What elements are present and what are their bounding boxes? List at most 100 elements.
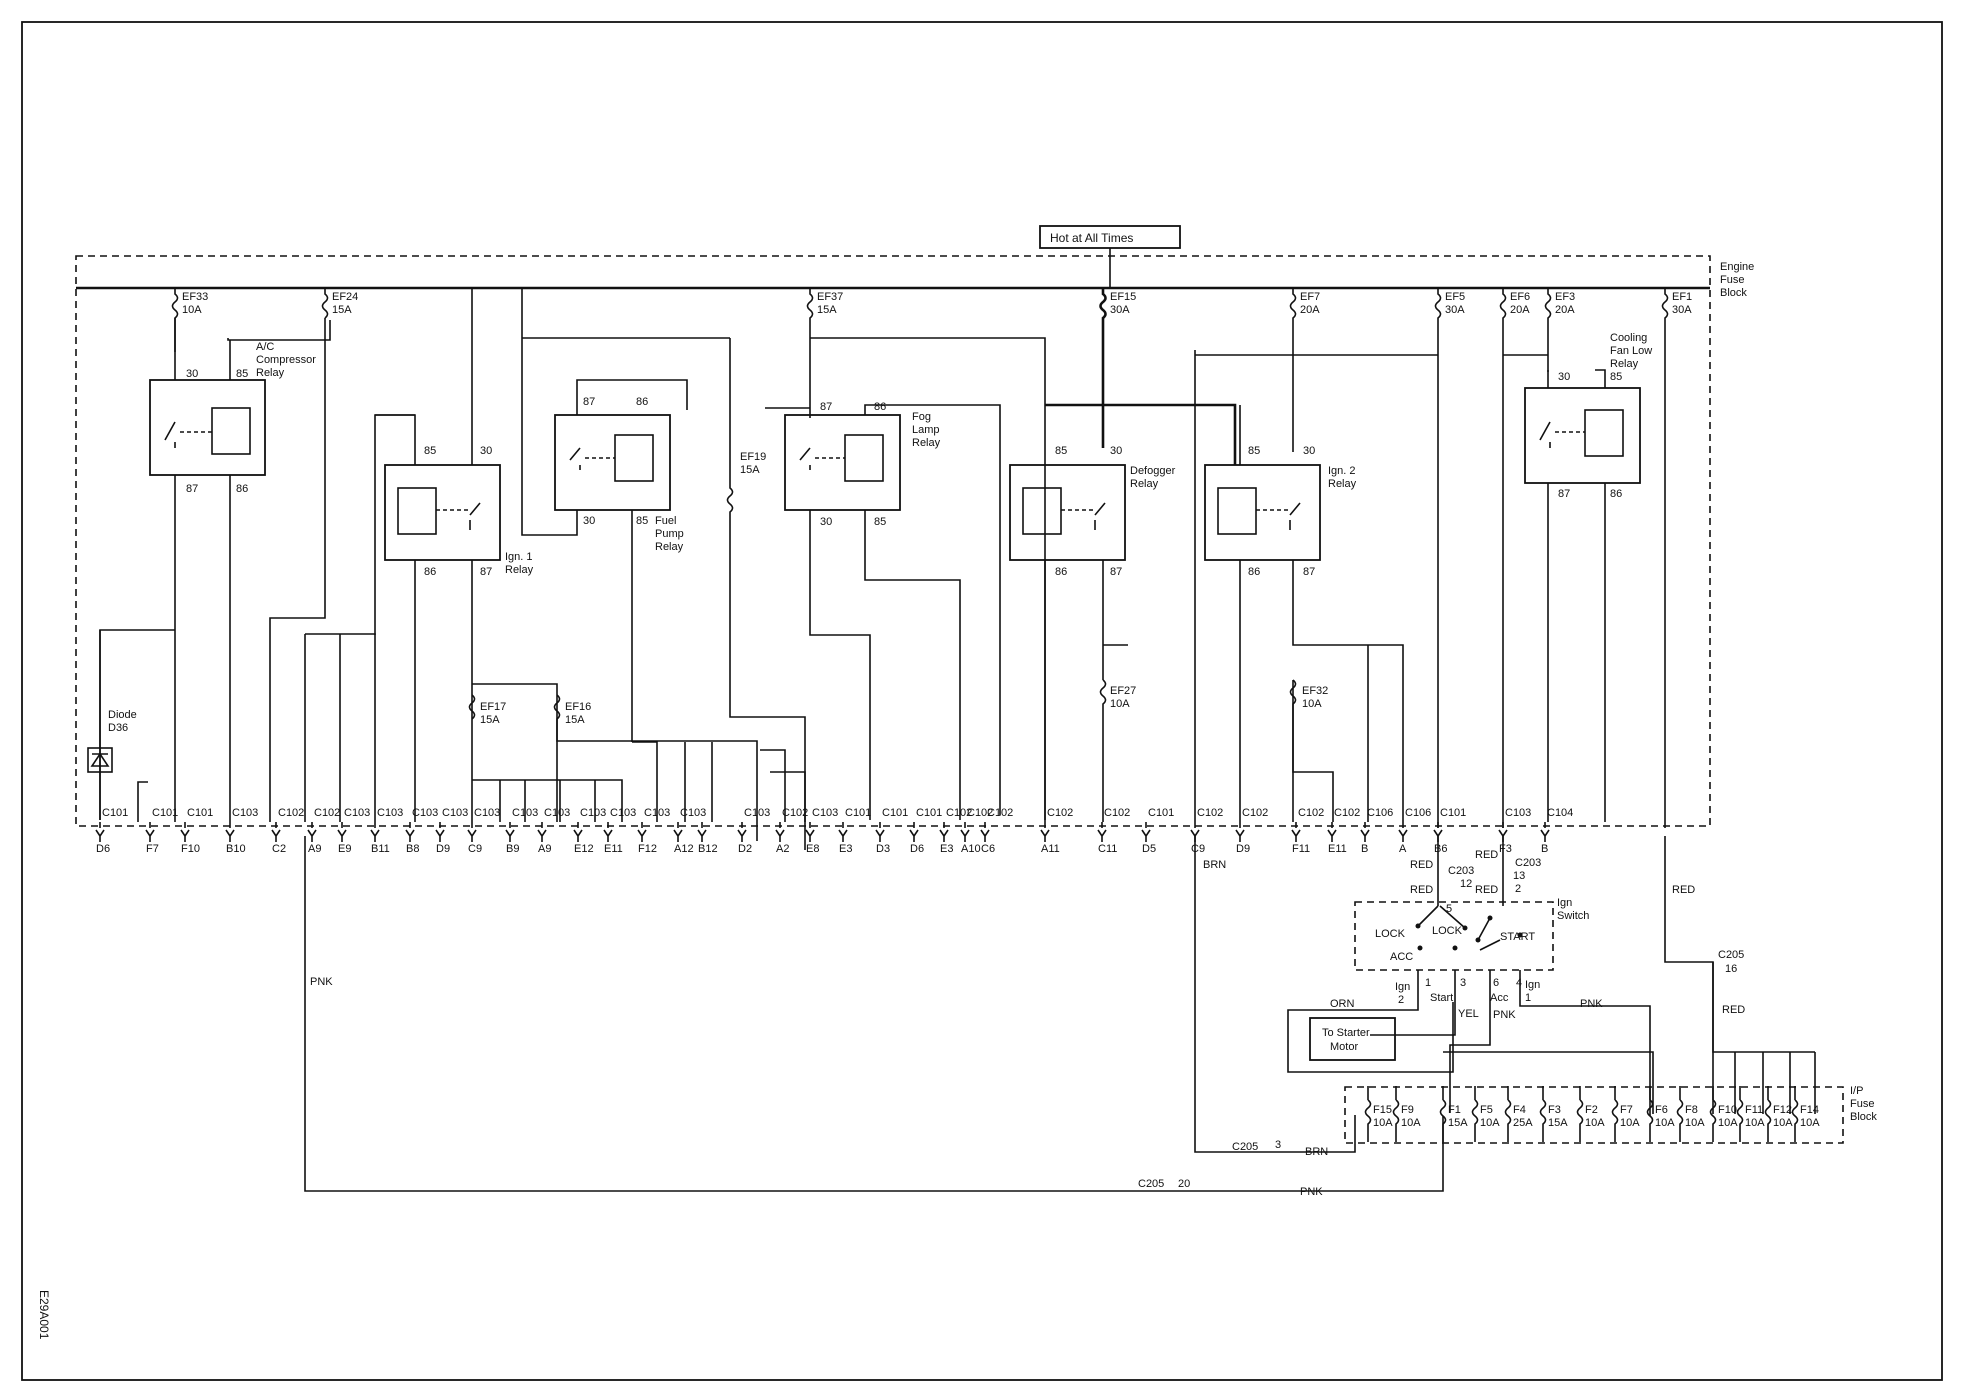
svg-text:RED: RED [1475, 849, 1498, 861]
svg-text:F4: F4 [1513, 1104, 1526, 1116]
svg-text:EF33: EF33 [182, 291, 208, 303]
svg-text:C203: C203 [1448, 865, 1474, 877]
svg-text:RED: RED [1672, 884, 1695, 896]
engine-fuse-ef5: EF5 30A [1434, 288, 1465, 828]
wire-pnk-label: PNK [1300, 1186, 1323, 1198]
defogger-relay: 85 30 86 87 Defogger Relay [1009, 445, 1176, 578]
svg-text:15A: 15A [565, 714, 585, 726]
connector-pin: D9 [436, 843, 450, 855]
connector-pin: A11 [1041, 843, 1060, 855]
connector-name: C102 [278, 807, 304, 819]
engine-fuse-ef6: EF6 20A [1499, 288, 1530, 828]
connector-pin: C9 [468, 843, 482, 855]
svg-text:20A: 20A [1555, 304, 1575, 316]
connector-pin: A [1399, 843, 1407, 855]
svg-text:86: 86 [1055, 566, 1067, 578]
engine-fuse-block-label-1: Engine [1720, 261, 1754, 273]
connector-pin: B [1541, 843, 1548, 855]
svg-text:30A: 30A [1672, 304, 1692, 316]
cooling-fan-low-relay: 30 85 87 86 Cooling Fan Low Relay [1524, 332, 1652, 500]
connector-name: C103 [512, 807, 538, 819]
svg-text:10A: 10A [1302, 698, 1322, 710]
svg-text:A/C: A/C [256, 341, 274, 353]
svg-text:10A: 10A [1718, 1117, 1738, 1129]
connector-pin: A12 [674, 843, 694, 855]
svg-text:15A: 15A [480, 714, 500, 726]
svg-text:3: 3 [1460, 977, 1466, 989]
engine-fuse-ef3: EF3 20A [1544, 288, 1575, 372]
engine-fuse-ef15: EF15 30A [1099, 288, 1136, 448]
connector-name: C103 [610, 807, 636, 819]
connector-pin: D2 [738, 843, 752, 855]
svg-text:Relay: Relay [1328, 478, 1357, 490]
svg-text:85: 85 [1055, 445, 1067, 457]
svg-text:EF16: EF16 [565, 701, 591, 713]
svg-text:15A: 15A [332, 304, 352, 316]
svg-text:10A: 10A [1110, 698, 1130, 710]
wire-yel-label: YEL [1458, 1008, 1479, 1020]
svg-text:Motor: Motor [1330, 1041, 1358, 1053]
ignition-switch: Ign Switch LOCK LOCK ACC START 5 1 3 6 4… [1354, 897, 1589, 1006]
connector-pin: D9 [1236, 843, 1250, 855]
svg-text:86: 86 [1610, 488, 1622, 500]
connector-name: C103 [377, 807, 403, 819]
engine-fuse-block-label-3: Block [1720, 287, 1747, 299]
svg-text:87: 87 [1303, 566, 1315, 578]
svg-text:Ign. 2: Ign. 2 [1328, 465, 1356, 477]
connector-name: C101 [1148, 807, 1174, 819]
connector-pin: E8 [806, 843, 819, 855]
engine-fuse-ef33: EF33 10A [171, 288, 208, 352]
svg-text:Cooling: Cooling [1610, 332, 1647, 344]
svg-text:85: 85 [1248, 445, 1260, 457]
engine-fuse-ef32: EF32 10A [1289, 679, 1334, 822]
svg-text:Fan Low: Fan Low [1610, 345, 1652, 357]
connector-name: C101 [187, 807, 213, 819]
svg-text:RED: RED [1475, 884, 1498, 896]
engine-fuse-block-box [75, 255, 1711, 827]
svg-text:Lamp: Lamp [912, 424, 940, 436]
svg-text:EF37: EF37 [817, 291, 843, 303]
svg-text:10A: 10A [182, 304, 202, 316]
svg-text:1: 1 [1525, 992, 1531, 1004]
svg-text:87: 87 [186, 483, 198, 495]
engine-fuse-ef27: EF27 10A [1099, 679, 1136, 822]
svg-text:3: 3 [1275, 1139, 1281, 1151]
svg-text:87: 87 [1558, 488, 1570, 500]
ip-fuse-block-box [1344, 1086, 1844, 1144]
connector-pin: A10 [961, 843, 981, 855]
svg-text:Relay: Relay [505, 564, 534, 576]
svg-text:30: 30 [583, 515, 595, 527]
connector-pin: B [1361, 843, 1368, 855]
svg-text:87: 87 [1110, 566, 1122, 578]
svg-text:Fog: Fog [912, 411, 931, 423]
svg-text:F1: F1 [1448, 1104, 1461, 1116]
connector-name: C103 [680, 807, 706, 819]
svg-text:EF5: EF5 [1445, 291, 1465, 303]
svg-text:87: 87 [480, 566, 492, 578]
connector-pin: F7 [146, 843, 159, 855]
svg-text:30: 30 [1110, 445, 1122, 457]
svg-text:86: 86 [1248, 566, 1260, 578]
svg-text:Defogger: Defogger [1130, 465, 1176, 477]
svg-text:Ign: Ign [1525, 979, 1540, 991]
engine-fuse-ef37: EF37 15A [806, 288, 843, 418]
svg-text:20A: 20A [1510, 304, 1530, 316]
